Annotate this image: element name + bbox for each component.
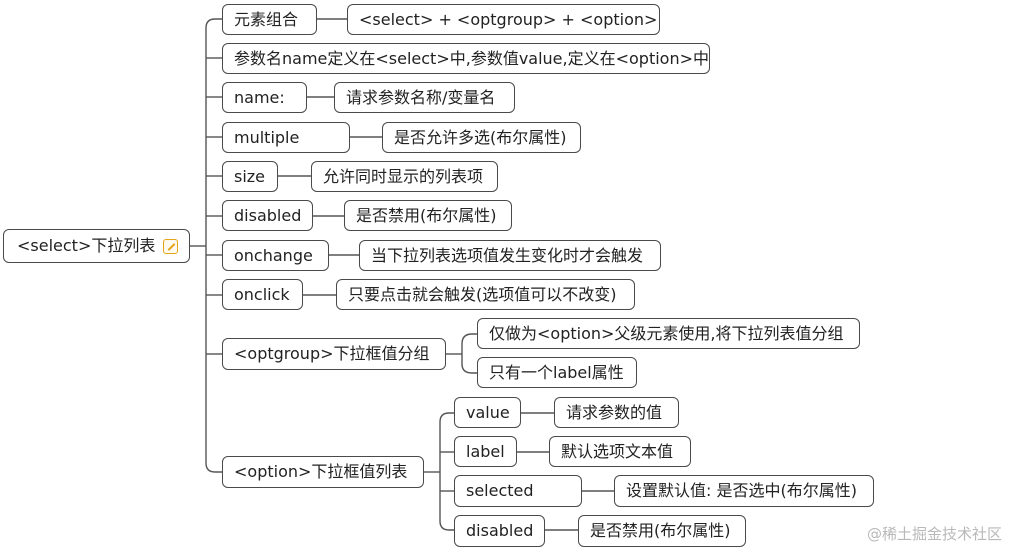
watermark: @稀土掘金技术社区 xyxy=(866,525,1002,543)
leaf-multiple-desc[interactable]: 是否允许多选(布尔属性) xyxy=(382,122,581,153)
branch-multiple[interactable]: multiple xyxy=(222,122,350,153)
branch-disabled[interactable]: disabled xyxy=(222,200,313,231)
option-attr-label[interactable]: label xyxy=(454,436,517,467)
branch-element-combination[interactable]: 元素组合 xyxy=(222,4,317,35)
leaf-optgroup-usage[interactable]: 仅做为<option>父级元素使用,将下拉列表值分组 xyxy=(477,318,860,349)
leaf-onchange-desc[interactable]: 当下拉列表选项值发生变化时才会触发 xyxy=(359,240,661,271)
option-label-desc[interactable]: 默认选项文本值 xyxy=(549,436,691,467)
branch-onclick[interactable]: onclick xyxy=(222,279,303,310)
option-attr-selected[interactable]: selected xyxy=(454,475,582,507)
leaf-optgroup-label[interactable]: 只有一个label属性 xyxy=(477,357,637,388)
leaf-element-combination[interactable]: <select> + <optgroup> + <option> xyxy=(347,4,660,35)
leaf-size-desc[interactable]: 允许同时显示的列表项 xyxy=(311,161,498,192)
branch-onchange[interactable]: onchange xyxy=(222,240,329,271)
option-disabled-desc[interactable]: 是否禁用(布尔属性) xyxy=(578,515,746,547)
leaf-name-desc[interactable]: 请求参数名称/变量名 xyxy=(334,82,515,113)
branch-option[interactable]: <option>下拉框值列表 xyxy=(222,456,424,488)
root-node-select-dropdown[interactable]: <select>下拉列表 xyxy=(3,229,190,263)
branch-name[interactable]: name: xyxy=(222,82,307,113)
branch-size[interactable]: size xyxy=(222,161,278,192)
leaf-onclick-desc[interactable]: 只要点击就会触发(选项值可以不改变) xyxy=(336,279,635,310)
option-attr-value[interactable]: value xyxy=(454,397,521,428)
branch-param-definition[interactable]: 参数名name定义在<select>中,参数值value,定义在<option>… xyxy=(222,43,710,74)
root-label: <select>下拉列表 xyxy=(17,236,156,255)
option-value-desc[interactable]: 请求参数的值 xyxy=(554,397,679,428)
option-selected-desc[interactable]: 设置默认值: 是否选中(布尔属性) xyxy=(614,475,874,507)
edit-note-icon[interactable] xyxy=(163,238,179,254)
branch-optgroup[interactable]: <optgroup>下拉框值分组 xyxy=(222,338,446,370)
option-attr-disabled[interactable]: disabled xyxy=(454,515,545,547)
leaf-disabled-desc[interactable]: 是否禁用(布尔属性) xyxy=(344,200,512,231)
